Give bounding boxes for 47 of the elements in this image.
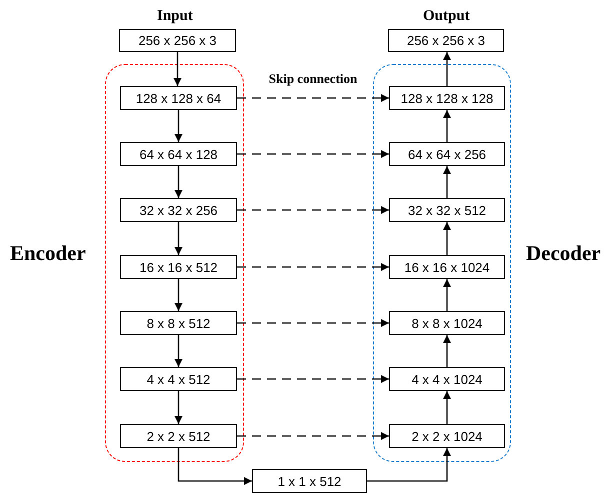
arrow bbox=[174, 391, 182, 424]
edge-label: Skip connection bbox=[266, 71, 360, 87]
arrow bbox=[443, 391, 451, 424]
input-box: 256 x 256 x 3 bbox=[119, 29, 236, 52]
skip-connection-arrow bbox=[237, 94, 389, 102]
heading-label: Encoder bbox=[10, 241, 86, 266]
arrow bbox=[174, 52, 182, 86]
heading-label: Decoder bbox=[526, 241, 601, 266]
decoder-layer-box: 4 x 4 x 1024 bbox=[389, 367, 505, 391]
arrow bbox=[443, 110, 451, 142]
heading-label: Output bbox=[423, 8, 470, 25]
decoder-layer-box: 64 x 64 x 256 bbox=[389, 142, 505, 166]
arrow bbox=[367, 448, 451, 482]
arrow bbox=[443, 222, 451, 255]
bottleneck-box: 1 x 1 x 512 bbox=[252, 469, 367, 493]
skip-connection-arrow bbox=[237, 206, 389, 214]
decoder-layer-box: 32 x 32 x 512 bbox=[389, 198, 505, 222]
arrow bbox=[443, 279, 451, 311]
arrow bbox=[443, 52, 451, 86]
arrow bbox=[174, 335, 182, 367]
skip-connection-arrow bbox=[237, 319, 389, 327]
decoder-layer-box: 128 x 128 x 128 bbox=[389, 86, 505, 110]
heading-label: Input bbox=[157, 8, 193, 25]
encoder-layer-box: 128 x 128 x 64 bbox=[120, 86, 237, 110]
decoder-layer-box: 2 x 2 x 1024 bbox=[389, 424, 505, 448]
arrow bbox=[174, 279, 182, 311]
output-box: 256 x 256 x 3 bbox=[388, 29, 504, 52]
arrow bbox=[178, 448, 252, 485]
encoder-layer-box: 16 x 16 x 512 bbox=[120, 255, 237, 279]
skip-connection-arrow bbox=[237, 375, 389, 383]
encoder-layer-box: 2 x 2 x 512 bbox=[120, 424, 237, 448]
arrow bbox=[443, 166, 451, 198]
arrow bbox=[174, 166, 182, 198]
decoder-group-frame bbox=[373, 64, 511, 462]
arrow bbox=[174, 110, 182, 142]
skip-connection-arrow bbox=[237, 150, 389, 158]
encoder-layer-box: 64 x 64 x 128 bbox=[120, 142, 237, 166]
encoder-group-frame bbox=[105, 64, 244, 462]
arrow bbox=[443, 335, 451, 367]
skip-connection-arrow bbox=[237, 432, 389, 440]
encoder-layer-box: 32 x 32 x 256 bbox=[120, 198, 237, 222]
encoder-layer-box: 8 x 8 x 512 bbox=[120, 311, 237, 335]
arrow bbox=[174, 222, 182, 255]
decoder-layer-box: 16 x 16 x 1024 bbox=[389, 255, 505, 279]
encoder-layer-box: 4 x 4 x 512 bbox=[120, 367, 237, 391]
skip-connection-arrow bbox=[237, 263, 389, 271]
decoder-layer-box: 8 x 8 x 1024 bbox=[389, 311, 505, 335]
